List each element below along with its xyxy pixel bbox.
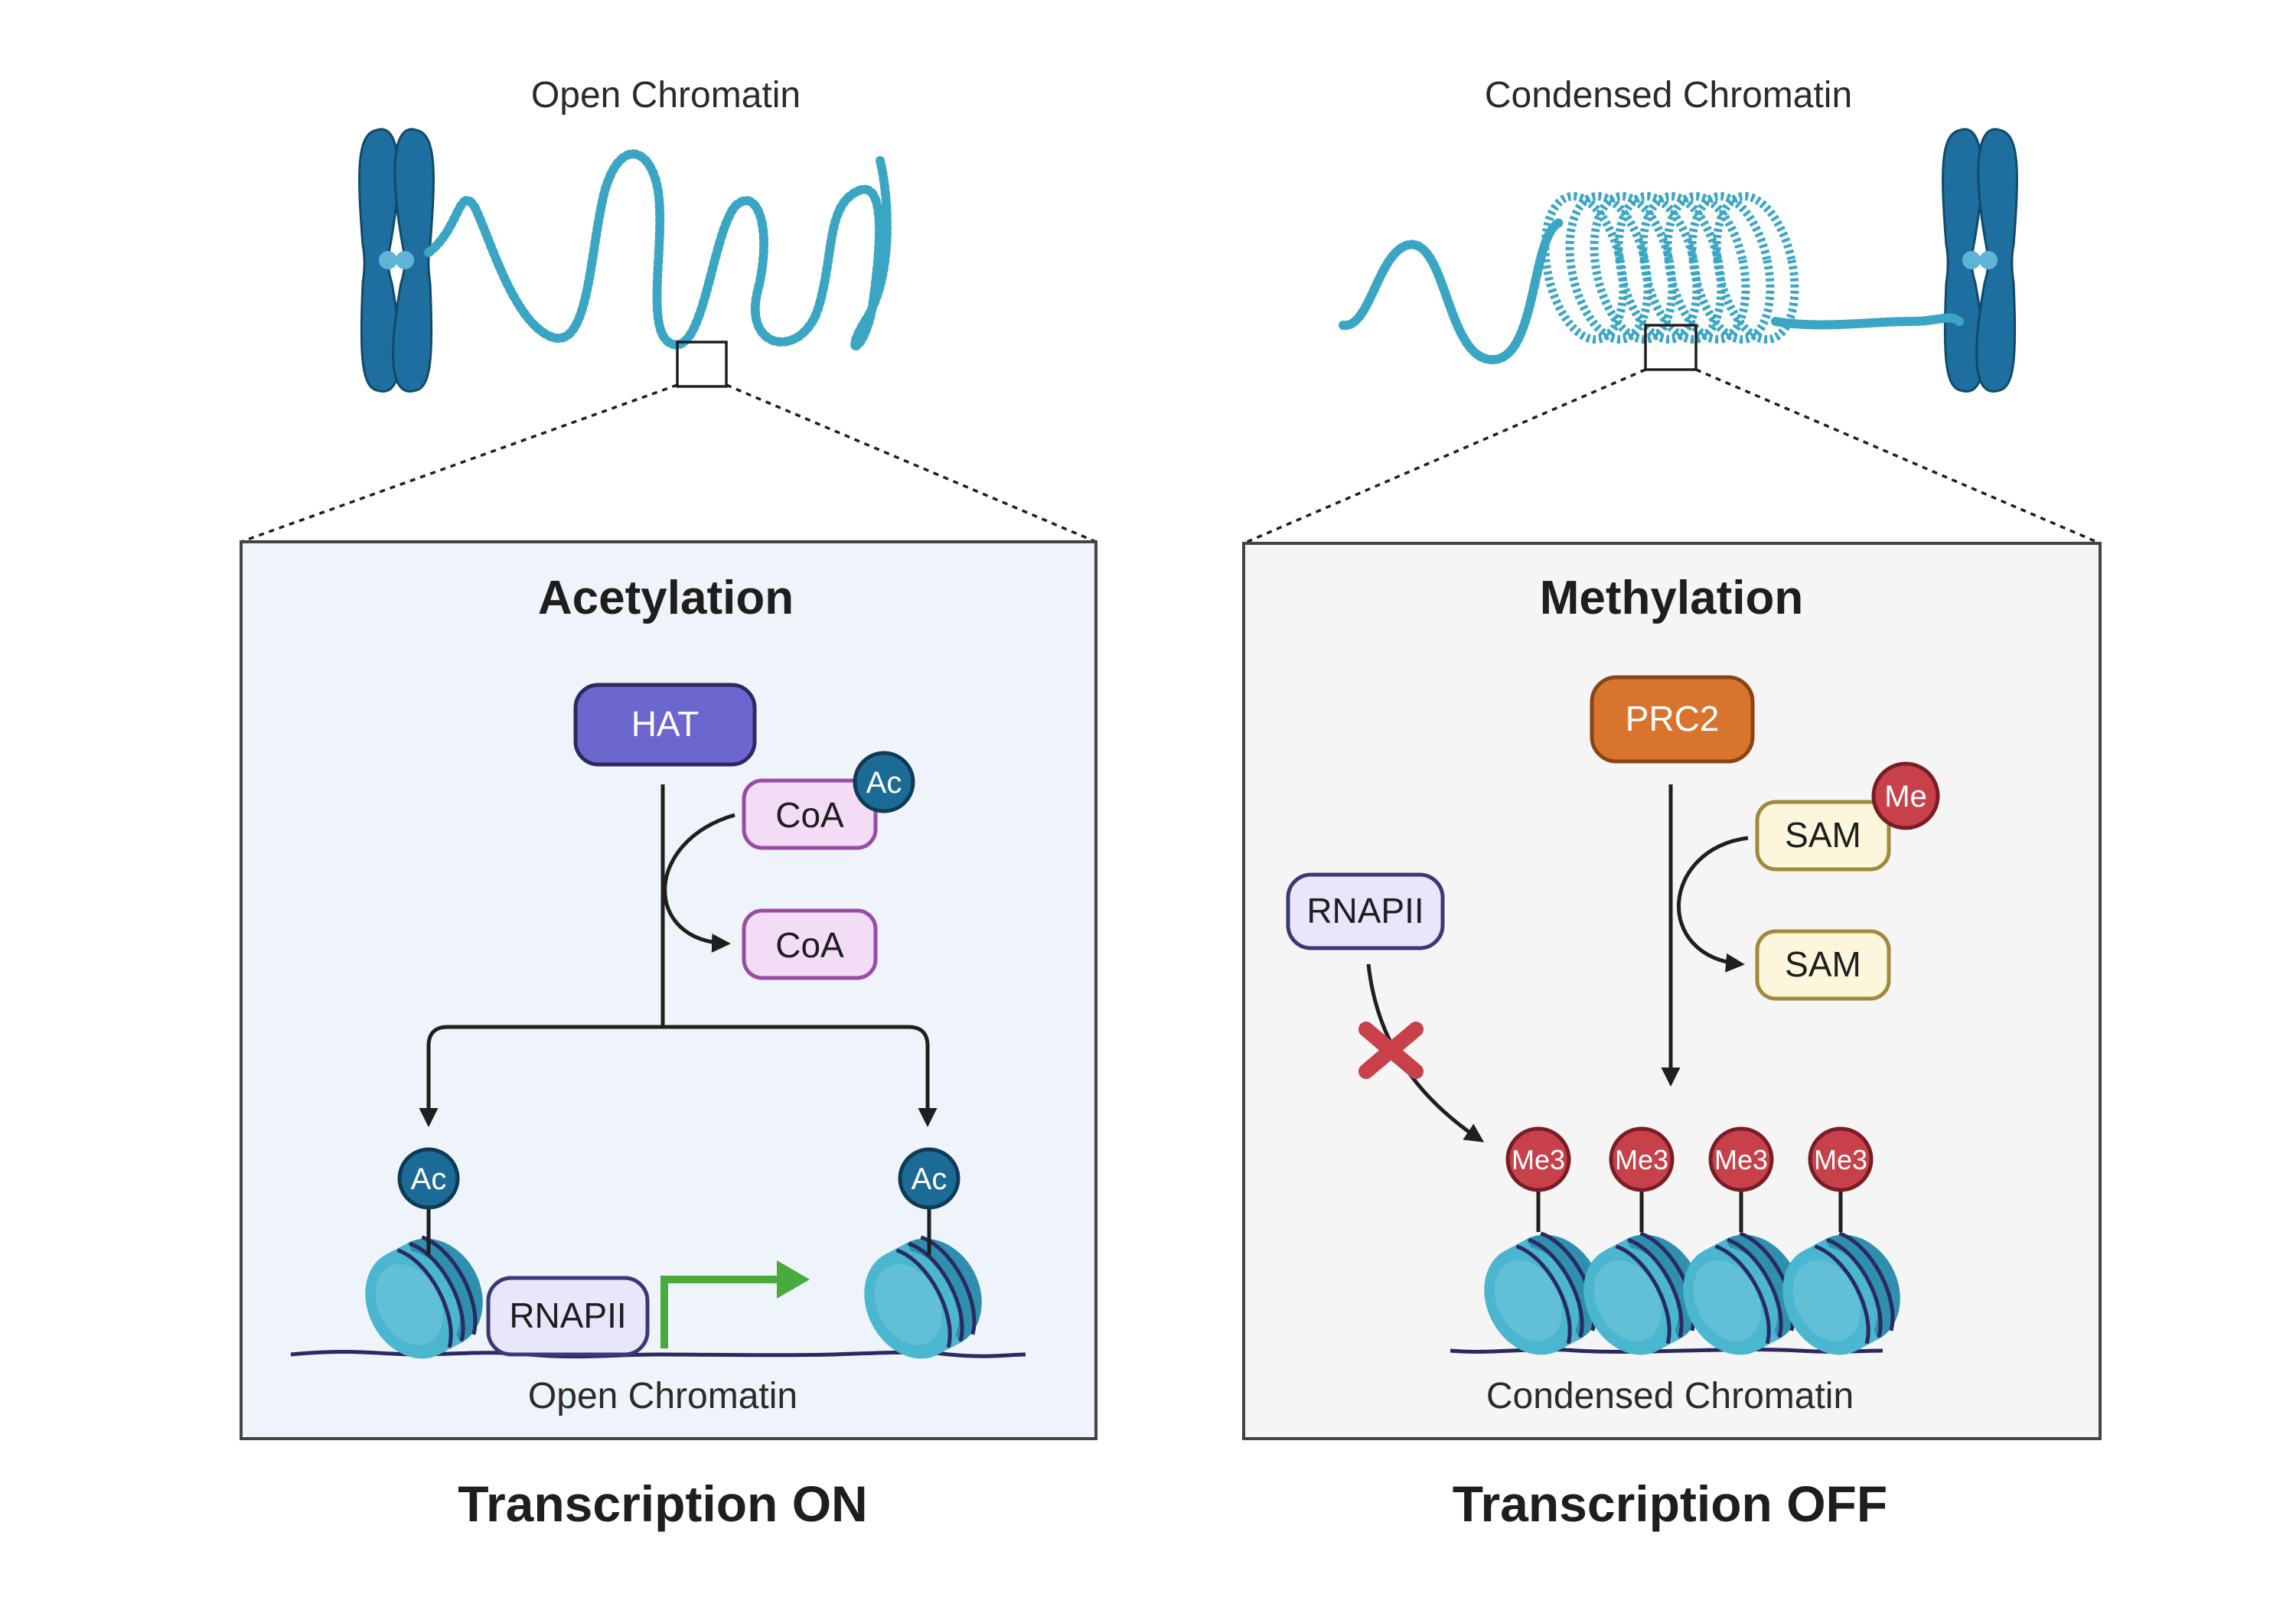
sam-transfer-arrow (1677, 836, 1749, 973)
left-top-caption: Open Chromatin (531, 75, 801, 116)
coa-donor (742, 778, 878, 850)
right-bottom-caption: Condensed Chromatin (1486, 1376, 1854, 1416)
block-x-icon (1358, 1022, 1424, 1079)
condensed-chromatin-fiber (1339, 217, 1566, 365)
nucleosome-icon (1683, 1231, 1801, 1355)
me-donor-label: Me (1884, 780, 1927, 813)
sam-product-label: SAM (1785, 944, 1861, 984)
transcription-off-label: Transcription OFF (1453, 1475, 1887, 1532)
nucleosome-icon (1583, 1231, 1701, 1355)
acetylation-title: Acetylation (538, 572, 794, 624)
sam-donor (1755, 800, 1891, 872)
me3-histone-marker (1808, 1126, 1874, 1192)
me3-histone-marker (1708, 1126, 1774, 1192)
rnapii-right (1286, 872, 1445, 950)
me3-histone-label: Me3 (1814, 1144, 1867, 1175)
me3-histone-marker (1609, 1126, 1675, 1192)
transcription-start-arrow-icon (660, 1260, 810, 1348)
ac-histone-label-left: Ac (411, 1162, 447, 1196)
left-section: Open Chromatin Acetylation HAT CoA Ac Co… (240, 75, 1097, 1532)
sam-donor-label: SAM (1785, 815, 1861, 855)
hat-label: HAT (631, 704, 700, 744)
chromosome-icon (1942, 128, 2018, 393)
ac-donor-marker (853, 751, 915, 813)
right-section: Condensed Chromatin Methylation PRC2 SAM… (1242, 75, 2102, 1532)
chromosome-icon (358, 128, 435, 393)
methylation-title: Methylation (1540, 572, 1803, 624)
nucleosome-icon (1782, 1231, 1900, 1355)
me3-histone-label: Me3 (1512, 1144, 1565, 1175)
prc2-enzyme (1590, 675, 1755, 764)
sam-product (1755, 929, 1891, 1001)
right-top-caption: Condensed Chromatin (1485, 75, 1852, 116)
right-zoom-line-a (1243, 368, 1646, 545)
condensed-chromatin-tail (1771, 313, 1964, 330)
condensed-nucleosomes: Me3 Me3 Me3 Me3 (1484, 1126, 1900, 1355)
ac-histone-label-right: Ac (912, 1162, 947, 1196)
ac-histone-marker-right (898, 1147, 960, 1210)
rnapii-left-label: RNAPII (509, 1296, 626, 1335)
nucleosome-right (864, 1235, 982, 1359)
coa-donor-label: CoA (775, 795, 844, 835)
hat-branch-line-right (663, 1025, 938, 1127)
nucleosome-left (365, 1235, 483, 1359)
rnapii-right-label: RNAPII (1306, 891, 1424, 931)
me3-histone-marker (1505, 1126, 1571, 1192)
right-zoom-box (1644, 324, 1698, 371)
prc2-label: PRC2 (1626, 699, 1720, 738)
left-bottom-caption: Open Chromatin (528, 1376, 797, 1416)
left-zoom-line-a (240, 383, 678, 543)
hat-branch-line (419, 1025, 663, 1127)
hat-enzyme (573, 683, 757, 767)
coa-transfer-arrow (663, 813, 735, 953)
rnapii-left (486, 1276, 650, 1357)
left-zoom-box (676, 341, 728, 388)
coa-product-label: CoA (775, 925, 844, 965)
nucleosome-icon (1484, 1231, 1602, 1355)
right-zoom-line-b (1695, 368, 2101, 545)
condensed-coils (1541, 192, 1799, 344)
transcription-on-label: Transcription ON (458, 1475, 867, 1532)
condensed-dna-strand (1450, 1348, 1883, 1354)
ac-donor-label: Ac (866, 766, 902, 800)
me3-histone-label: Me3 (1615, 1144, 1668, 1175)
left-zoom-line-b (726, 383, 1097, 543)
me-donor-marker (1871, 761, 1940, 830)
me3-histone-label: Me3 (1714, 1144, 1768, 1175)
coa-product (742, 908, 878, 980)
open-chromatin-fiber (424, 149, 892, 350)
ac-histone-marker-left (397, 1147, 460, 1210)
